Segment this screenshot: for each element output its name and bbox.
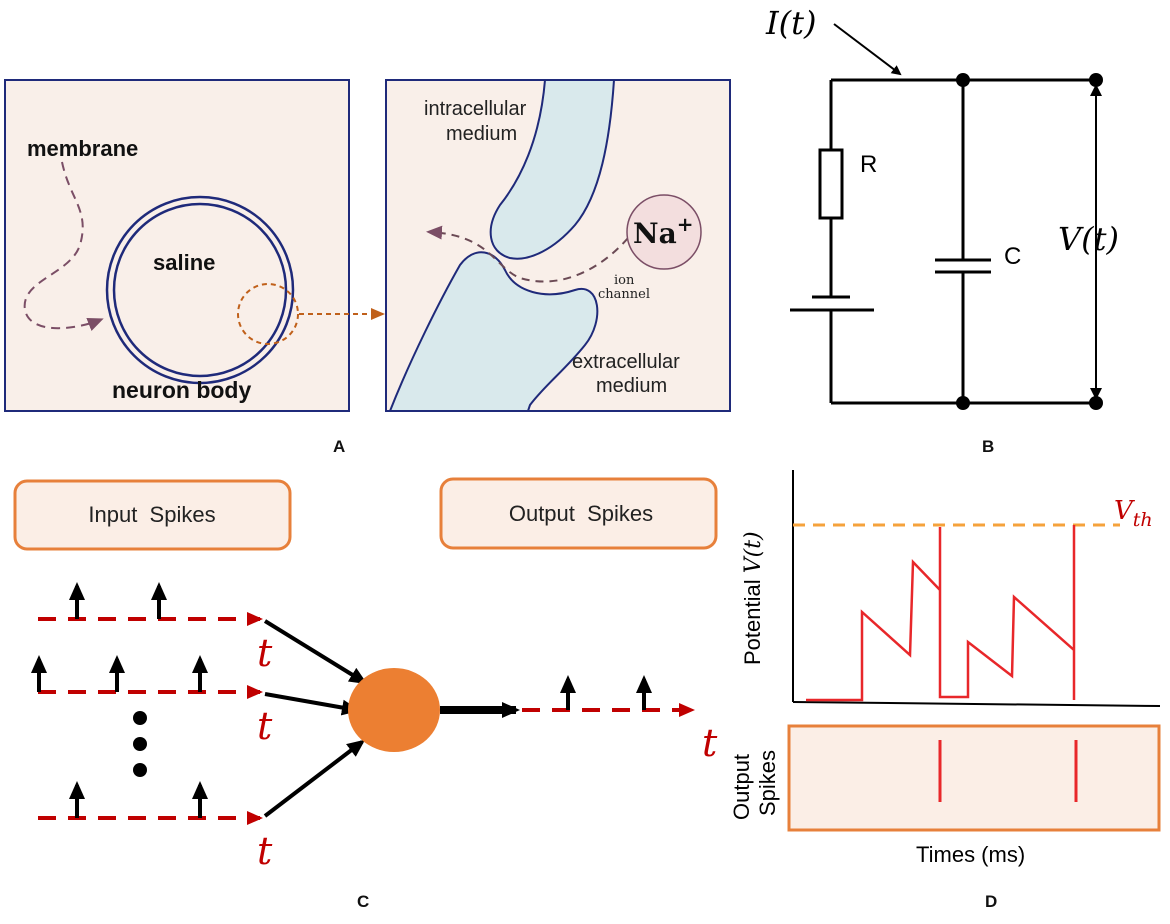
- voltage-label: V(t): [1058, 220, 1119, 258]
- capacitor-label: C: [1004, 243, 1021, 270]
- time-symbol: t: [257, 631, 273, 675]
- ellipsis-dot: [133, 711, 147, 725]
- sodium-ion-symbol: Na+: [633, 212, 694, 250]
- membrane-pointer-arrow: [23, 161, 104, 331]
- synapse-arrow-2: [264, 692, 360, 716]
- current-label: I(t): [765, 4, 816, 42]
- channel-label: channel: [598, 287, 650, 302]
- saline-label: saline: [153, 250, 215, 275]
- threshold-label: Vth: [1114, 496, 1153, 531]
- output-spikes-axis-label-1: Output: [729, 754, 754, 820]
- synapse-arrow-1: [263, 619, 368, 685]
- panel-c: Input Spikes Output Spikes t t t: [13, 477, 718, 911]
- x-axis-label: Times (ms): [916, 842, 1025, 867]
- output-spikes-label: Output Spikes: [509, 501, 653, 526]
- synapse-arrow-3: [263, 739, 366, 818]
- input-spikes-label: Input Spikes: [88, 502, 215, 527]
- zoom-circle: [237, 283, 299, 345]
- neuron-box: [4, 79, 350, 412]
- panel-a: membrane saline neuron body intracellula…: [4, 79, 731, 456]
- extracellular-label-line2: medium: [596, 375, 667, 397]
- node-bottom-middle: [956, 396, 970, 410]
- ellipsis-dot: [133, 763, 147, 777]
- panel-d: Vth Potential V(t) Output Spikes Times (…: [729, 470, 1161, 911]
- membrane-label: membrane: [27, 136, 138, 161]
- output-spikes-axis-label-2: Spikes: [755, 750, 780, 816]
- node-bottom-right: [1089, 396, 1103, 410]
- x-axis: [792, 701, 1161, 707]
- time-symbol: t: [257, 829, 273, 873]
- intracellular-label-line1: intracellular: [424, 98, 527, 120]
- extracellular-label-line1: extracellular: [572, 351, 680, 373]
- membrane-potential-trace: [806, 525, 1076, 702]
- resistor-label: R: [860, 151, 877, 178]
- voltage-arrow-head-top: [1090, 84, 1102, 96]
- panel-label-b: B: [982, 437, 994, 456]
- neuron-node: [348, 668, 440, 752]
- ellipsis-dot: [133, 737, 147, 751]
- panel-label-d: D: [985, 892, 997, 911]
- output-spikes-box: [439, 477, 718, 550]
- resistor: [818, 148, 844, 220]
- node-top-right: [1089, 73, 1103, 87]
- panel-label-c: C: [357, 892, 369, 911]
- neuron-body-label: neuron body: [112, 377, 251, 403]
- current-pointer-arrow: [833, 23, 902, 76]
- neuron-membrane-inner: [112, 202, 288, 378]
- time-symbol: t: [257, 704, 273, 748]
- voltage-arrow-head-bottom: [1090, 388, 1102, 400]
- y-axis-label: Potential V(t): [740, 531, 766, 665]
- output-spikes-strip: [787, 724, 1161, 832]
- neuron-membrane-outer: [105, 195, 295, 385]
- lower-membrane-shape: [388, 251, 599, 412]
- time-symbol: t: [702, 721, 718, 765]
- sodium-ion-icon: [626, 194, 702, 270]
- node-top-middle: [956, 73, 970, 87]
- ion-label: ion: [614, 273, 635, 288]
- input-spikes-box: [13, 479, 292, 551]
- panel-b: [790, 23, 1103, 410]
- intracellular-label-line2: medium: [446, 123, 517, 145]
- upper-membrane-shape: [489, 79, 616, 260]
- panel-b-labels: I(t) R C V(t) B: [765, 4, 1119, 456]
- panel-label-a: A: [333, 437, 345, 456]
